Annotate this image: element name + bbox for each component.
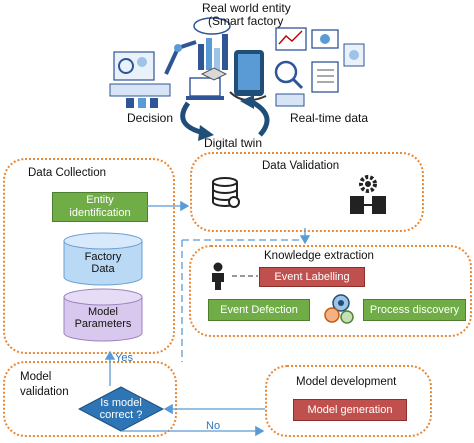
digital-twin-label: Digital twin [204, 136, 263, 150]
event-detection-button[interactable]: Event Defection [208, 299, 310, 321]
model-parameters-cylinder [63, 288, 143, 342]
factory-data-label: Factory Data [84, 251, 122, 275]
no-label: No [206, 420, 221, 432]
entity-title-line2: (Smart factory [208, 14, 284, 28]
model-development-title: Model development [296, 376, 397, 388]
model-parameters-label: Model Parameters [74, 306, 132, 330]
realtime-data-label: Real-time data [290, 111, 369, 125]
yes-label: Yes [115, 352, 133, 364]
person-icon [212, 262, 224, 290]
data-collection-title: Data Collection [28, 167, 106, 179]
model-validation-title: Model validation [20, 371, 69, 398]
entity-title-line1: Real world entity [202, 1, 291, 15]
decision-label: Decision [127, 111, 174, 125]
model-generation-button[interactable]: Model generation [293, 399, 407, 421]
process-discovery-button[interactable]: Process discovery [363, 299, 466, 321]
cycle-arrows-icon [180, 95, 270, 141]
dashed-connector [232, 275, 258, 277]
model-correct-question: Is model correct ? [99, 397, 143, 421]
knowledge-extraction-title: Knowledge extraction [264, 250, 374, 262]
process-gears-icon [324, 294, 354, 324]
smart-factory-illustration [106, 14, 371, 112]
model-validation-panel [3, 361, 177, 437]
factory-collage-icon [109, 17, 365, 108]
database-gear-icon [212, 177, 240, 208]
settings-documents-icon [350, 175, 386, 214]
data-validation-title: Data Validation [262, 160, 340, 172]
factory-data-cylinder [63, 232, 143, 286]
entity-identification-button[interactable]: Entity identification [52, 192, 148, 222]
event-labelling-button[interactable]: Event Labelling [259, 267, 365, 287]
